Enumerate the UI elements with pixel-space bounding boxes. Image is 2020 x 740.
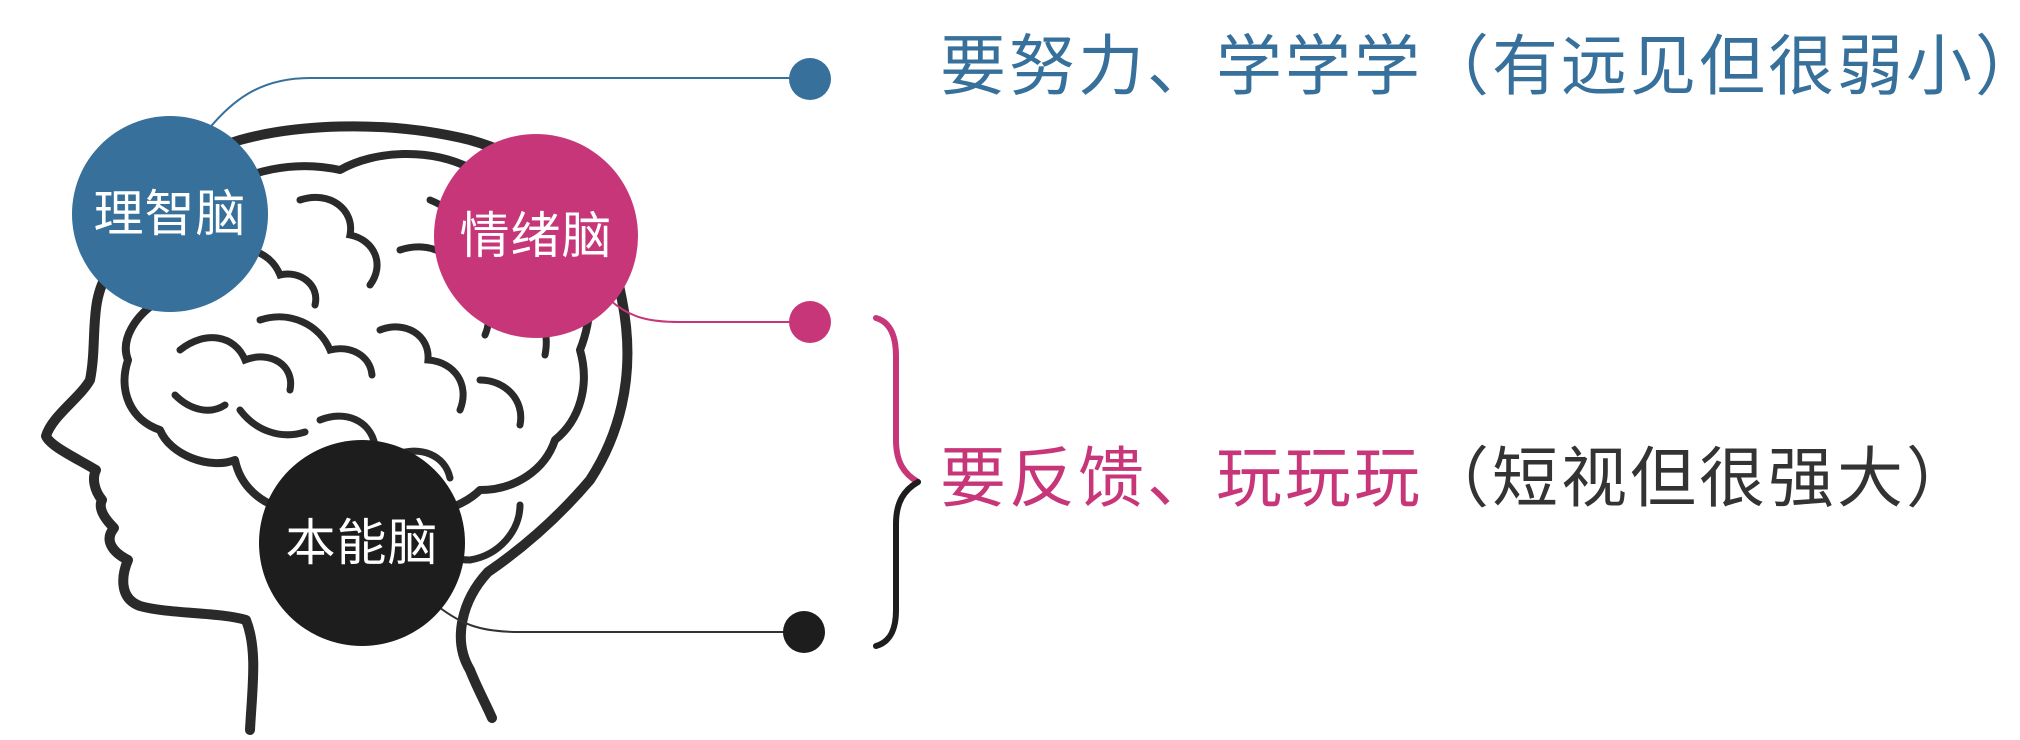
emotional-connector [609, 299, 808, 323]
instinct-brain-label: 本能脑 [285, 514, 439, 572]
rational-statement-emphasis: 要努力、学学学 [940, 28, 1423, 105]
brace-bottom [873, 479, 921, 649]
emotional-endpoint-dot [789, 301, 831, 343]
rational-brain-circle [72, 116, 268, 312]
emotional-brain-circle [434, 134, 638, 338]
emotional-brain-label: 情绪脑 [459, 207, 613, 265]
instinct-brain-circle [259, 440, 465, 646]
instinct-endpoint-dot [783, 611, 825, 653]
instinct-connector [429, 599, 802, 633]
rational-statement-note: （有远见但很弱小） [1423, 28, 2020, 105]
rational-endpoint-dot [789, 58, 831, 100]
impulse-statement-emphasis: 要反馈、玩玩玩 [940, 440, 1423, 517]
brace-top [873, 315, 921, 485]
impulse-statement-note: （短视但很强大） [1423, 440, 1975, 517]
rational-statement: 要努力、学学学（有远见但很弱小） [940, 34, 2020, 100]
rational-brain-label: 理智脑 [93, 185, 247, 243]
impulse-statement: 要反馈、玩玩玩（短视但很强大） [940, 446, 1975, 512]
